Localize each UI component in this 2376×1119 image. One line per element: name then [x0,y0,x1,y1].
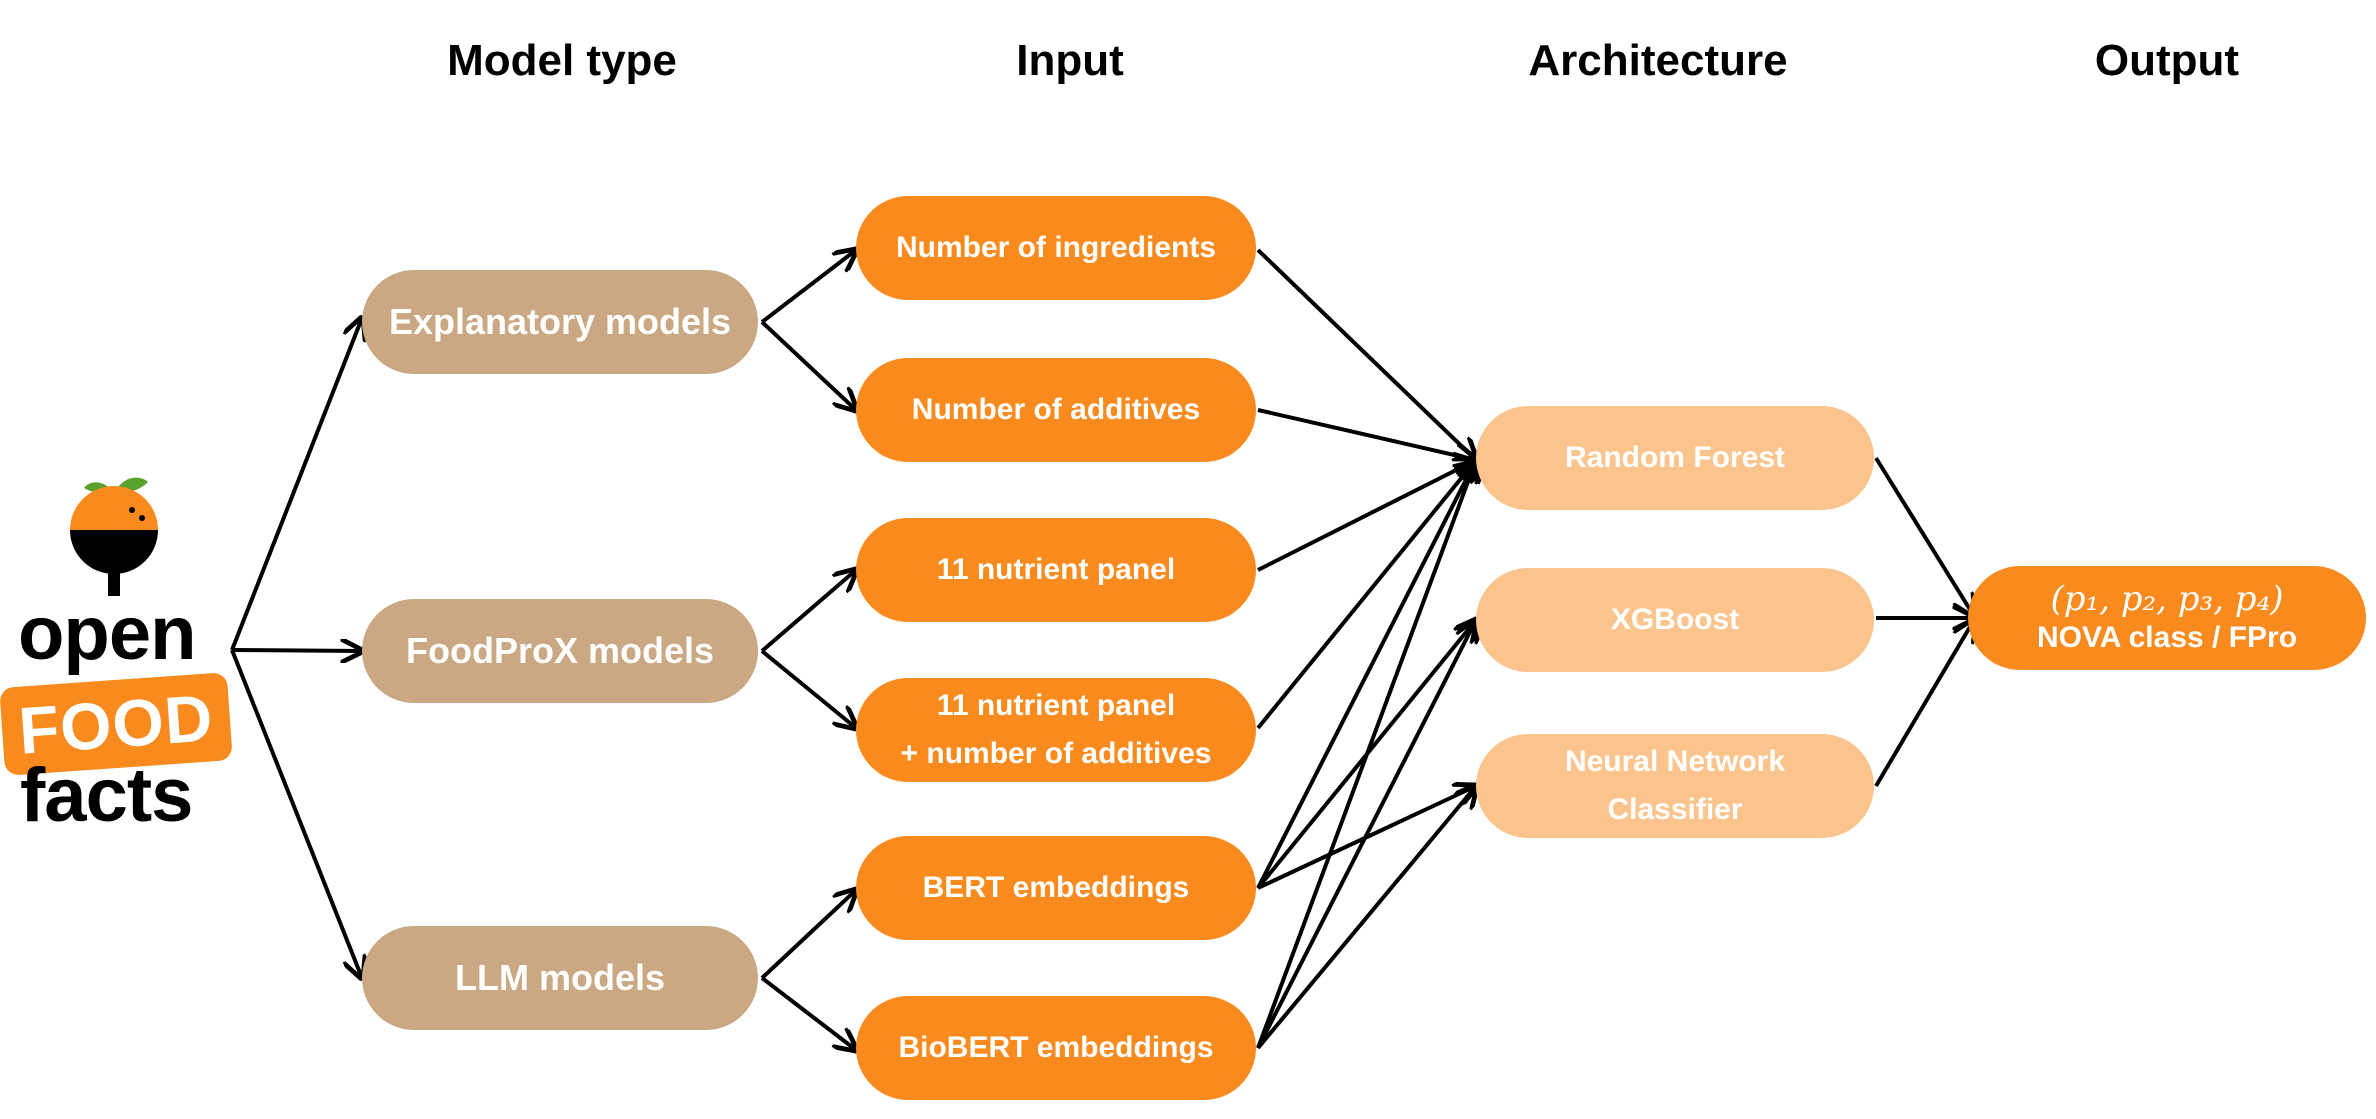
node-bert-embeddings-label: BERT embeddings [922,871,1190,904]
node-explanatory-models-label: Explanatory models [388,301,732,342]
edge-logo-llm [230,649,362,978]
edge-additives-rf [1257,408,1476,460]
orange-magnifier-icon [70,477,158,596]
edge-rf-output [1874,456,1974,616]
node-random-forest: Random Forest [1476,406,1874,510]
edge-explanatory-additives [760,320,856,410]
edge-explanatory-ingredients [760,250,856,324]
node-xgboost: XGBoost [1476,568,1874,672]
edge-logo-foodprox [231,650,362,651]
node-random-forest-label: Random Forest [1564,441,1786,474]
edge-nn-output [1874,620,1974,788]
edge-llm-biobert [760,976,856,1050]
node-number-of-ingredients-label: Number of ingredients [895,231,1217,264]
node-11-nutrient-panel-label: 11 nutrient panel [936,553,1176,586]
node-llm-models-label: LLM models [454,957,665,998]
edge-biobert-xgb [1256,620,1476,1049]
node-biobert-embeddings-label: BioBERT embeddings [898,1031,1214,1064]
edge-nutrient-rf [1257,460,1476,572]
node-number-of-ingredients: Number of ingredients [856,196,1256,300]
node-bert-embeddings: BERT embeddings [856,836,1256,940]
node-neural-network-classifier-line2: Classifier [1607,793,1743,826]
output-label: NOVA class / FPro [2036,621,2298,654]
node-11-nutrient-panel-additives-line1: 11 nutrient panel [936,689,1176,722]
header-output: Output [2094,36,2240,85]
node-number-of-additives: Number of additives [856,358,1256,462]
node-number-of-additives-label: Number of additives [911,393,1201,426]
logo-text-open: open [18,591,197,676]
node-biobert-embeddings: BioBERT embeddings [856,996,1256,1100]
output-probability-vector: (p₁, p₂, p₃, p₄) [2050,579,2284,619]
edge-ingredients-rf [1256,248,1476,460]
node-neural-network-classifier-line1: Neural Network [1564,745,1786,778]
edge-nutrient-add-rf [1256,460,1476,730]
header-input: Input [1016,36,1124,85]
edge-logo-explanatory [230,318,362,651]
node-llm-models: LLM models [362,926,758,1030]
node-explanatory-models: Explanatory models [362,270,758,374]
edge-bert-rf [1256,460,1476,889]
edge-biobert-nn [1256,786,1476,1050]
edge-foodprox-nutrient-add [760,649,856,728]
node-11-nutrient-panel: 11 nutrient panel [856,518,1256,622]
node-11-nutrient-panel-additives: 11 nutrient panel + number of additives [856,678,1256,782]
header-architecture: Architecture [1528,36,1788,85]
node-11-nutrient-panel-additives-line2: + number of additives [900,737,1212,770]
edge-biobert-rf [1256,460,1476,1049]
node-foodprox-models-label: FoodProX models [405,630,715,671]
header-model-type: Model type [447,36,677,85]
node-output: (p₁, p₂, p₃, p₄) NOVA class / FPro [1968,566,2366,670]
edge-foodprox-nutrient [760,570,856,653]
node-foodprox-models: FoodProX models [362,599,758,703]
edge-llm-bert [760,890,856,980]
logo-text-facts: facts [20,753,193,838]
open-food-facts-logo: open FOOD facts [0,470,240,840]
node-xgboost-label: XGBoost [1610,603,1740,636]
node-neural-network-classifier: Neural Network Classifier [1476,734,1874,838]
